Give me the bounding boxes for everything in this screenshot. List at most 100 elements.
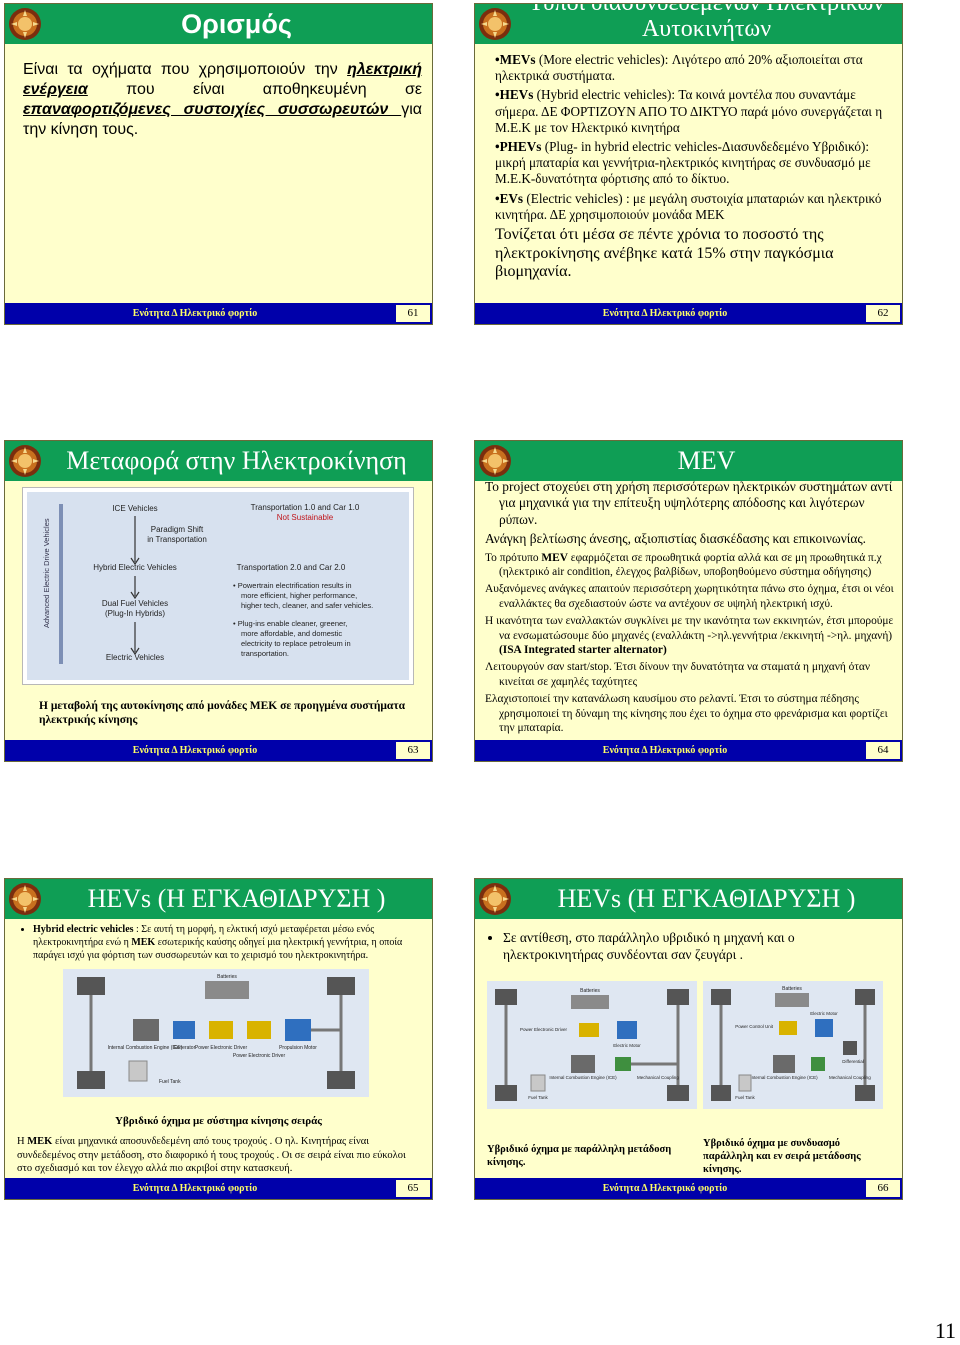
coupling-label: Mechanical Coupling xyxy=(637,1075,679,1080)
bullet-mevs: •MEVs (More electric vehicles): Λιγότερο… xyxy=(495,52,863,84)
hybrid-label: Hybrid Electric Vehicles xyxy=(93,563,177,572)
transport-2-label: Transportation 2.0 and Car 2.0 xyxy=(237,563,346,572)
wheel-icon xyxy=(667,1085,689,1101)
differential-icon xyxy=(843,1041,857,1055)
ice-label: Internal Combustion Engine (ICE) xyxy=(108,1045,183,1051)
footer-text: Ενότητα Δ Ηλεκτρικό φορτίο xyxy=(602,745,728,756)
figure-bullet-text: more affordable, and domestic xyxy=(241,629,342,638)
figure-bullet-text: higher tech, cleaner, and safer vehicles… xyxy=(241,601,373,610)
footer-text: Ενότητα Δ Ηλεκτρικό φορτίο xyxy=(132,308,258,319)
footer-bar: Ενότητα Δ Ηλεκτρικό φορτίο 66 xyxy=(475,1178,902,1199)
not-sustainable-label: Not Sustainable xyxy=(277,513,334,522)
driver-icon xyxy=(247,1021,271,1039)
paragraph: Το project στοχεύει στη χρήση περισσότερ… xyxy=(485,479,893,527)
title-bar: Μεταφορά στην Ηλεκτροκίνηση xyxy=(5,441,432,481)
footer-text: Ενότητα Δ Ηλεκτρικό φορτίο xyxy=(602,1183,728,1194)
combined-hybrid-diagram: Batteries Power Control Unit Electric Mo… xyxy=(703,981,883,1109)
slide-number: 61 xyxy=(396,305,430,322)
fuel-tank-label: Fuel Tank xyxy=(159,1079,181,1085)
paragraph: Η ικανότητα των εναλλακτών συγκλίνει με … xyxy=(485,615,894,657)
slide-63: Μεταφορά στην Ηλεκτροκίνηση Advanced Ele… xyxy=(4,440,433,762)
fuel-tank-icon xyxy=(530,1074,546,1092)
wheel-icon xyxy=(711,1085,731,1101)
title-bar: Ορισμός xyxy=(5,4,432,44)
control-unit-label: Power Control Unit xyxy=(735,1024,774,1029)
footer-bar: Ενότητα Δ Ηλεκτρικό φορτίο 63 xyxy=(5,740,432,761)
transportation-figure: Advanced Electric Drive Vehicles ICE Veh… xyxy=(22,487,414,685)
slide-title: HEVs (Η ΕΓΚΑΘΙΔΡΥΣΗ ) xyxy=(557,884,856,913)
footer-bar: Ενότητα Δ Ηλεκτρικό φορτίο 61 xyxy=(5,303,432,324)
wheel-icon xyxy=(667,989,689,1005)
emblem-icon xyxy=(9,8,41,40)
dual-label-2: (Plug-In Hybrids) xyxy=(105,609,165,618)
slide-body: Hybrid electric vehicles : Σε αυτή τη μο… xyxy=(19,923,422,962)
bullet-item: Σε αντίθεση, στο παράλληλο υβριδικό η μη… xyxy=(503,929,892,963)
paragraph: Αυξανόμενες ανάγκες απαιτούν περισσότερη… xyxy=(485,583,894,610)
body-text: για την κίνηση τους. xyxy=(23,101,422,138)
footer-bar: Ενότητα Δ Ηλεκτρικό φορτίο 64 xyxy=(475,740,902,761)
wheel-icon xyxy=(855,989,875,1005)
transportation-diagram: Advanced Electric Drive Vehicles ICE Veh… xyxy=(27,492,409,680)
parallel-hybrid-diagram: Batteries Power Electronic Driver Electr… xyxy=(487,981,697,1109)
motor-icon xyxy=(285,1019,311,1041)
wheel-icon xyxy=(327,977,355,995)
paradigm-label-2: in Transportation xyxy=(147,535,207,544)
slide-64: MEV Το project στοχεύει στη χρήση περισσ… xyxy=(474,440,903,762)
motor-icon xyxy=(815,1019,833,1037)
bullet-evs: •EVs (Electric vehicles) : με μεγάλη συσ… xyxy=(495,190,882,222)
slide-number: 63 xyxy=(396,742,430,759)
emblem-icon xyxy=(479,883,511,915)
battery-label: Batteries xyxy=(217,974,237,980)
combined-hybrid-drawing: Batteries Power Control Unit Electric Mo… xyxy=(711,986,875,1101)
battery-label: Batteries xyxy=(580,988,600,994)
driver-label: Power Electronic Driver xyxy=(520,1027,568,1032)
slide-number: 64 xyxy=(866,742,900,759)
coupling-icon xyxy=(811,1057,825,1071)
note-text: Η ΜΕΚ είναι μηχανικά αποσυνδεδεμένη από … xyxy=(17,1136,406,1174)
generator-icon xyxy=(173,1021,195,1039)
slide-66: HEVs (Η ΕΓΚΑΘΙΔΡΥΣΗ ) Σε αντίθεση, στο π… xyxy=(474,878,903,1200)
wheel-icon xyxy=(495,1085,517,1101)
figure-caption: Υβριδικό όχημα με συνδυασμό παράλληλη κα… xyxy=(703,1138,861,1175)
wheel-icon xyxy=(77,977,105,995)
slide-65: HEVs (Η ΕΓΚΑΘΙΔΡΥΣΗ ) Hybrid electric ve… xyxy=(4,878,433,1200)
bullet-hevs: •HEVs (Hybrid electric vehicles): Τα κοι… xyxy=(495,87,883,135)
paragraph: Ανάγκη βελτίωσης άνεσης, αξιοπιστίας δια… xyxy=(485,531,867,547)
emblem-icon xyxy=(479,445,511,477)
emphasis-text: ηλεκτρική ενέργεια xyxy=(23,61,422,98)
coupling-label: Mechanical Coupling xyxy=(829,1075,871,1080)
slide-number: 65 xyxy=(396,1180,430,1197)
figure-bullet-text: transportation. xyxy=(241,649,289,658)
coupling-icon xyxy=(615,1057,631,1071)
driver-label: Power Electronic Driver xyxy=(233,1053,286,1059)
wheel-icon xyxy=(855,1085,875,1101)
footer-bar: Ενότητα Δ Ηλεκτρικό φορτίο 62 xyxy=(475,303,902,324)
slide-body: •MEVs (More electric vehicles): Λιγότερο… xyxy=(495,52,892,282)
paragraph: Το πρότυπο MEV εφαρμόζεται σε προωθητικά… xyxy=(485,551,882,579)
transport-1-label: Transportation 1.0 and Car 1.0 xyxy=(251,503,360,512)
series-hybrid-drawing: Batteries Internal Combustion Engine (IC… xyxy=(77,974,355,1089)
slide-title: MEV xyxy=(677,446,736,475)
emblem-icon xyxy=(9,883,41,915)
slide-number: 66 xyxy=(866,1180,900,1197)
figure-caption: Υβριδικό όχημα με παράλληλη μετάδοση κίν… xyxy=(487,1144,672,1168)
engine-icon xyxy=(133,1019,159,1041)
slide-body: Σε αντίθεση, στο παράλληλο υβριδικό η μη… xyxy=(489,929,892,963)
title-bar: Τύποι διασυνδεδεμένων Ηλεκτρικών Αυτοκιν… xyxy=(475,4,902,44)
slide-title: Τύποι διασυνδεδεμένων Ηλεκτρικών Αυτοκιν… xyxy=(529,4,884,42)
slide-number: 62 xyxy=(866,305,900,322)
dual-label-1: Dual Fuel Vehicles xyxy=(102,599,168,608)
figure-bullet-text: • Plug-ins enable cleaner, greener, xyxy=(233,619,347,628)
figure-bullet-text: electricity to replace petroleum in xyxy=(241,639,351,648)
slide-62: Τύποι διασυνδεδεμένων Ηλεκτρικών Αυτοκιν… xyxy=(474,3,903,325)
battery-icon xyxy=(775,993,809,1007)
fuel-tank-icon xyxy=(738,1074,752,1092)
emphasis-text: επαναφορτιζόμενες συστοιχίες συσσωρευτών xyxy=(23,101,402,118)
driver-icon xyxy=(209,1021,233,1039)
slide-title: Ορισμός xyxy=(181,9,292,39)
figure-bullet-text: • Powertrain electrification results in xyxy=(233,581,352,590)
footer-text: Ενότητα Δ Ηλεκτρικό φορτίο xyxy=(132,1183,258,1194)
slide-body: Το project στοχεύει στη χρήση περισσότερ… xyxy=(485,479,894,739)
paragraph: Λειτουργούν σαν start/stop. Έτσι δίνουν … xyxy=(485,661,871,688)
figure-caption: Η μεταβολή της αυτοκίνησης από μονάδες Μ… xyxy=(39,700,406,726)
